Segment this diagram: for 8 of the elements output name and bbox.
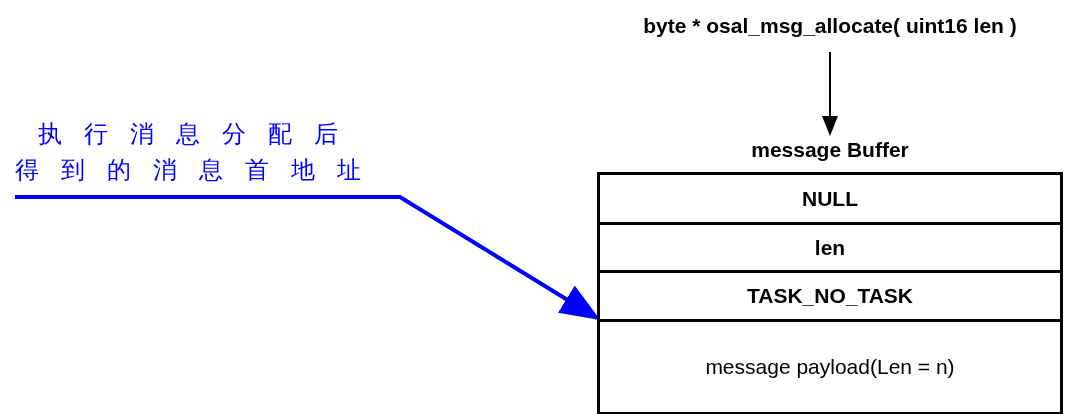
buffer-field: NULL bbox=[600, 175, 1060, 222]
buffer-heading: message Buffer bbox=[750, 138, 910, 163]
buffer-field: len bbox=[600, 222, 1060, 270]
arrow bbox=[822, 51, 838, 136]
buffer-field: TASK_NO_TASK bbox=[600, 270, 1060, 319]
buffer-field: message payload(Len = n) bbox=[600, 319, 1060, 412]
function-signature: byte * osal_msg_allocate( uint16 len ) bbox=[590, 14, 1067, 38]
annotation-text: 执行消息分配后得到的消息首地址 bbox=[15, 116, 385, 188]
